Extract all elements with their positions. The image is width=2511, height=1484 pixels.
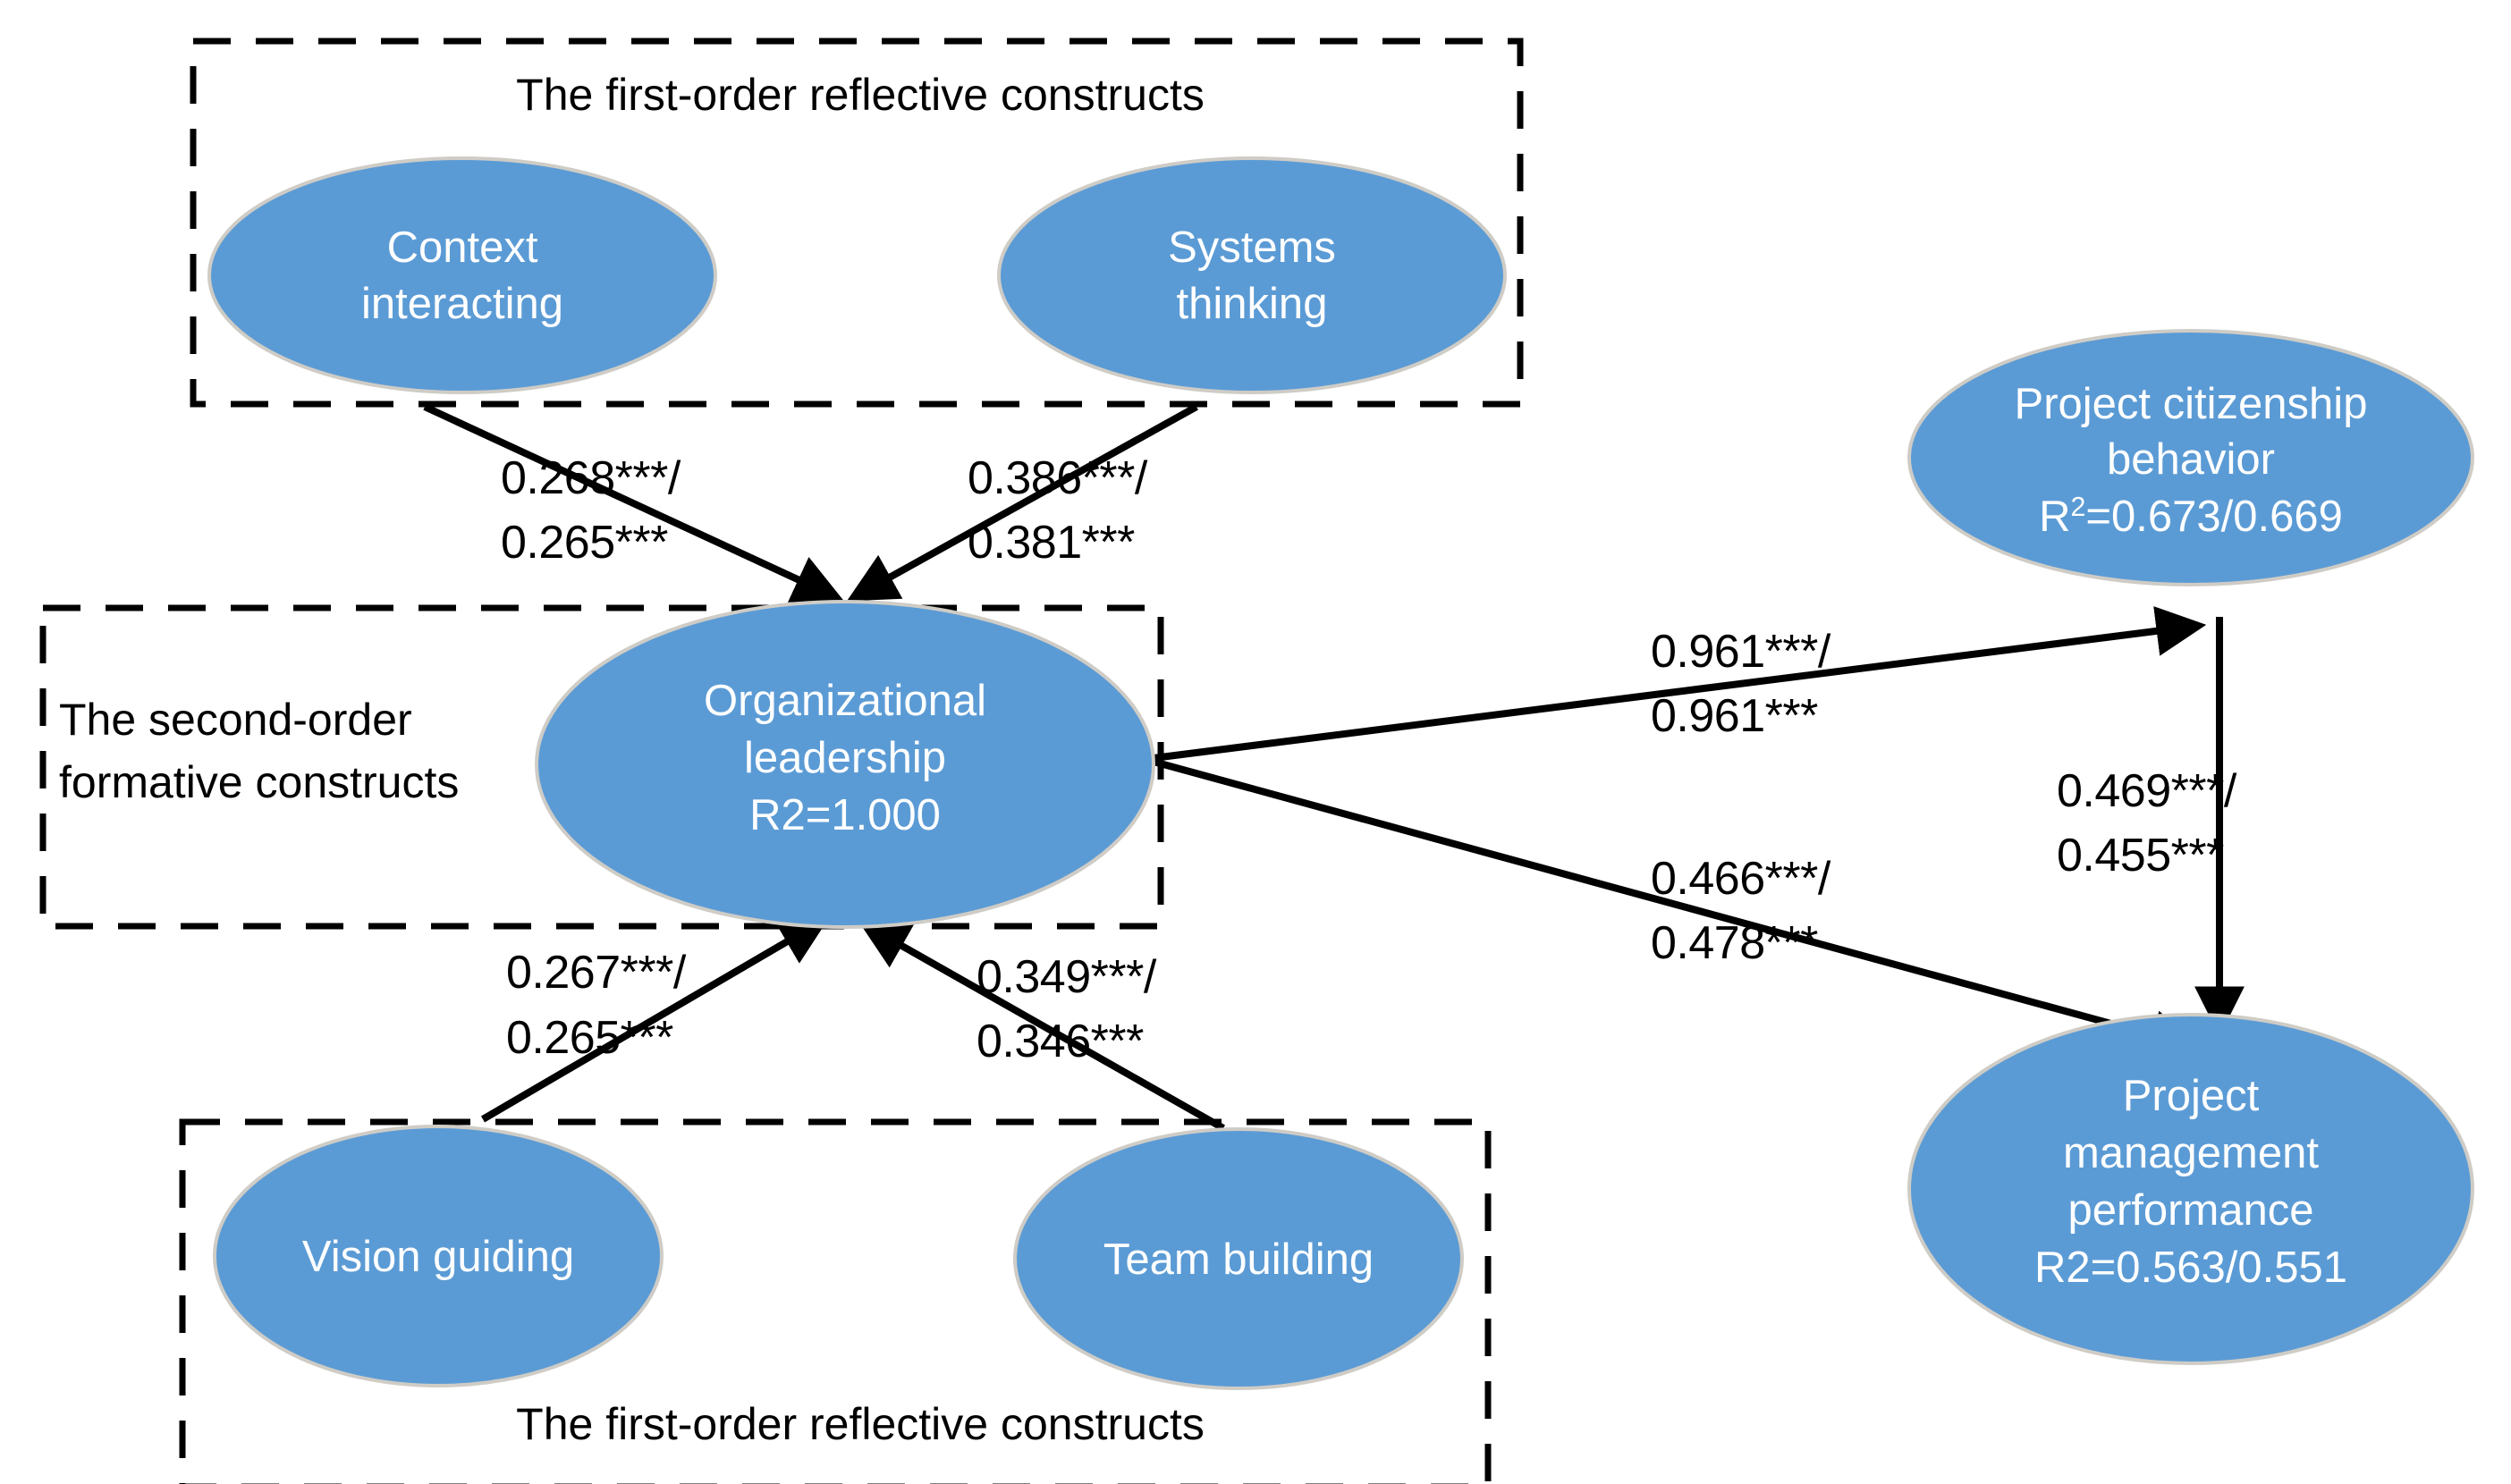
node-team-building[interactable]: Team building — [1013, 1127, 1464, 1390]
coef-context-line2: 0.265*** — [501, 517, 668, 569]
pcb-r2-prefix: R — [2039, 493, 2070, 541]
coef-pcb-line1: 0.961***/ — [1651, 626, 1831, 678]
node-systems-thinking[interactable]: Systems thinking — [997, 156, 1507, 394]
node-label-systems-thinking-line1: Systems — [1168, 223, 1336, 272]
coef-context-to-leadership: 0.268***/ 0.265*** — [501, 452, 681, 569]
node-label-pcb-line2: behavior — [2107, 435, 2275, 484]
node-label-organizational-leadership-line1: Organizational — [704, 677, 986, 725]
node-label-vision-guiding: Vision guiding — [302, 1233, 574, 1281]
path-systems-to-leadership — [846, 403, 1198, 602]
coef-systems-to-leadership: 0.386***/ 0.381*** — [968, 452, 1148, 569]
group-label-bottom-first-order: The first-order reflective constructs — [516, 1399, 1205, 1449]
coef-vision-to-leadership: 0.267***/ 0.265*** — [506, 947, 687, 1064]
path-vision-to-leadership — [480, 916, 831, 1123]
group-box-bottom-first-order — [179, 1118, 1492, 1484]
group-label-second-order-line2: formative constructs — [59, 757, 459, 807]
node-label-team-building: Team building — [1103, 1235, 1374, 1284]
coef-pmp-line2: 0.478*** — [1651, 917, 1818, 969]
node-label-pcb-r2: R2=0.673/0.669 — [2039, 492, 2343, 541]
node-label-context-interacting-line1: Context — [387, 223, 538, 272]
pcb-r2-value: =0.673/0.669 — [2085, 493, 2342, 541]
coef-leadership-to-pcb: 0.961***/ 0.961*** — [1651, 626, 1831, 742]
coef-team-line2: 0.346*** — [976, 1016, 1144, 1067]
coef-vision-line2: 0.265*** — [506, 1012, 673, 1064]
coef-team-to-leadership: 0.349***/ 0.346*** — [976, 951, 1157, 1067]
node-organizational-leadership[interactable]: Organizational leadership R2=1.000 — [535, 600, 1155, 929]
node-label-context-interacting-line2: interacting — [361, 280, 563, 328]
path-leadership-to-pmp — [1152, 758, 2202, 1059]
group-label-top-first-order: The first-order reflective constructs — [516, 70, 1205, 120]
path-leadership-to-pcb — [1153, 606, 2207, 762]
coef-leadership-to-pmp: 0.466***/ 0.478*** — [1651, 853, 1831, 969]
coef-systems-line1: 0.386***/ — [968, 452, 1148, 504]
node-project-citizenship-behavior[interactable]: Project citizenship behavior R2=0.673/0.… — [1907, 329, 2474, 586]
node-ellipse-team-building — [1013, 1127, 1464, 1390]
node-label-organizational-leadership-line2: leadership — [744, 734, 946, 782]
path-team-to-leadership — [858, 921, 1225, 1132]
node-ellipse-vision-guiding — [213, 1125, 664, 1387]
coef-pcb-pmp-line1: 0.469***/ — [2057, 765, 2237, 817]
node-label-pmp-r2: R2=0.563/0.551 — [2034, 1244, 2347, 1292]
group-label-second-order-line1: The second-order — [59, 695, 412, 745]
node-context-interacting[interactable]: Context interacting — [207, 156, 717, 394]
node-project-management-performance[interactable]: Project management performance R2=0.563/… — [1907, 1013, 2474, 1365]
coef-pmp-line1: 0.466***/ — [1651, 853, 1831, 905]
group-box-top-first-order — [190, 38, 1524, 408]
coef-pcb-to-pmp: 0.469***/ 0.455*** — [2057, 765, 2237, 881]
node-label-pmp-line3: performance — [2067, 1186, 2313, 1235]
node-label-organizational-leadership-r2: R2=1.000 — [749, 791, 941, 839]
pcb-r2-superscript: 2 — [2071, 492, 2086, 522]
path-context-to-leadership — [423, 403, 844, 603]
coef-pcb-line2: 0.961*** — [1651, 690, 1818, 742]
node-ellipse-project-citizenship-behavior — [1907, 329, 2474, 586]
coef-context-line1: 0.268***/ — [501, 452, 681, 504]
coef-vision-line1: 0.267***/ — [506, 947, 687, 999]
coef-systems-line2: 0.381*** — [968, 517, 1135, 569]
coef-team-line1: 0.349***/ — [976, 951, 1157, 1003]
node-label-pmp-line1: Project — [2123, 1072, 2260, 1120]
node-label-systems-thinking-line2: thinking — [1177, 280, 1328, 328]
node-label-pmp-line2: management — [2063, 1129, 2319, 1177]
node-ellipse-project-management-performance — [1907, 1013, 2474, 1365]
node-label-pcb-line1: Project citizenship — [2015, 380, 2368, 428]
node-ellipse-context-interacting — [207, 156, 717, 394]
coef-pcb-pmp-line2: 0.455*** — [2057, 830, 2224, 881]
node-vision-guiding[interactable]: Vision guiding — [213, 1125, 664, 1387]
node-ellipse-organizational-leadership — [535, 600, 1155, 929]
node-ellipse-systems-thinking — [997, 156, 1507, 394]
